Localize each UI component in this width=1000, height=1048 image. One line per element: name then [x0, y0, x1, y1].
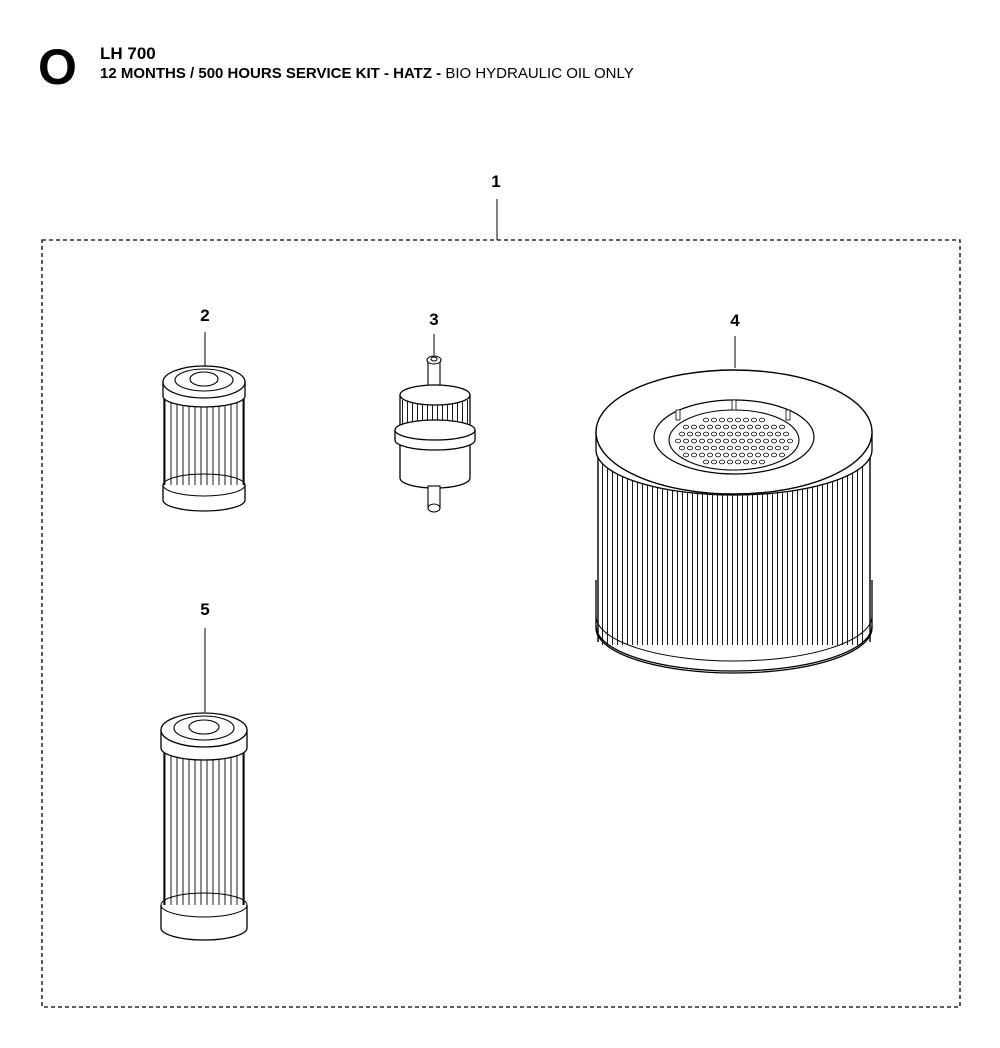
inline-fuel-filter: 3: [394, 310, 476, 513]
filter-element-short: 2: [162, 306, 246, 512]
kit-title-regular: BIO HYDRAULIC OIL ONLY: [441, 65, 634, 82]
callout-label-4: 4: [730, 311, 740, 330]
kit-boundary: [41, 239, 961, 1008]
model-name: LH 700: [100, 44, 156, 63]
callout-label-2: 2: [200, 306, 209, 325]
kit-title: 12 MONTHS / 500 HOURS SERVICE KIT - HATZ…: [100, 64, 634, 84]
filter-element-long: 5: [160, 600, 248, 941]
kit-title-bold: 12 MONTHS / 500 HOURS SERVICE KIT - HATZ…: [100, 65, 442, 82]
mesh-holes: [675, 417, 794, 465]
callout-label-5: 5: [200, 600, 209, 619]
callout-1: 1: [491, 172, 501, 240]
section-letter: O: [38, 39, 77, 95]
callout-label-1: 1: [491, 172, 500, 191]
air-filter-cartridge: 4: [595, 311, 873, 674]
header-text: LH 700 12 MONTHS / 500 HOURS SERVICE KIT…: [100, 44, 634, 84]
callout-label-3: 3: [429, 310, 438, 329]
